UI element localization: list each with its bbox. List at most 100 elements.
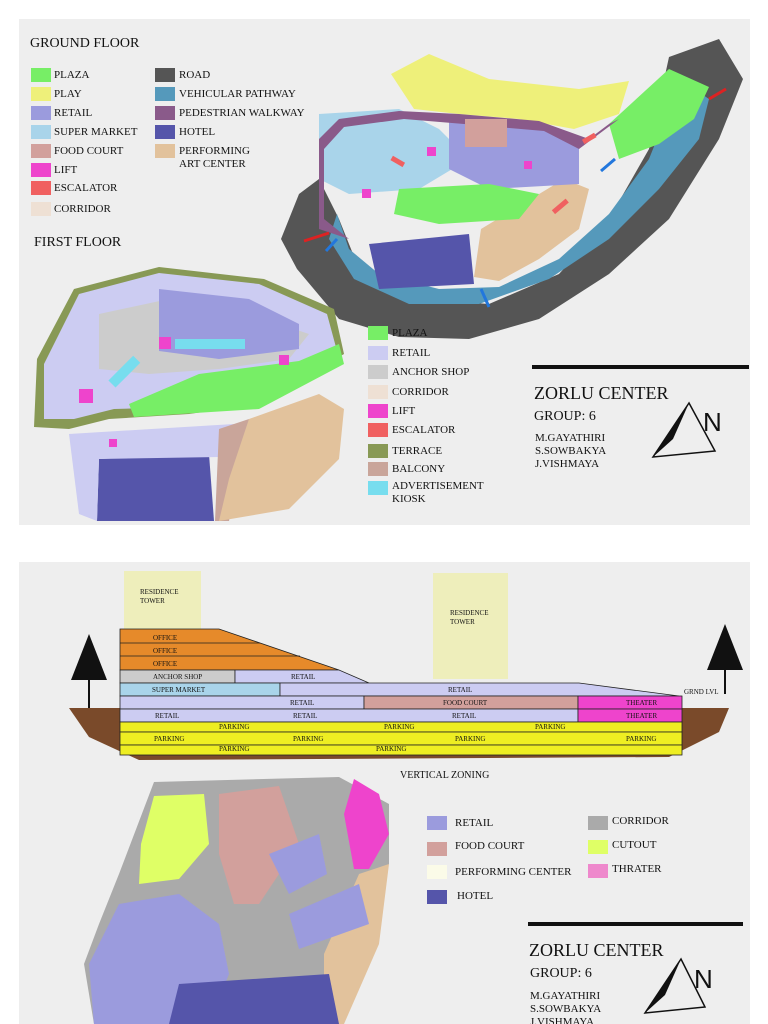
ff-swatch-terrace [368, 444, 388, 458]
p1-label-2: PARKING [384, 723, 415, 731]
tree-right-icon [707, 624, 743, 694]
play-area [391, 54, 629, 129]
advertisement-kiosk-1 [175, 339, 245, 349]
residence-tower-2 [433, 573, 508, 679]
legend-swatch-food-court [31, 144, 51, 158]
r2-retail-label-3: RETAIL [452, 712, 477, 720]
legend-label-plaza: PLAZA [54, 69, 90, 81]
escalator-1 [390, 155, 406, 168]
vehicular-pathway [329, 79, 709, 304]
legend-label-pedestrian-walkway: PEDESTRIAN WALKWAY [179, 107, 305, 119]
residence-tower-2-label: RESIDENCE TOWER [450, 609, 489, 626]
project-title-2: ZORLU CENTER [529, 940, 664, 960]
legend-swatch-road [155, 68, 175, 82]
retail-top-label: RETAIL [291, 673, 316, 681]
legend-swatch-pedestrian-walkway [155, 106, 175, 120]
hotel-level-plan [84, 777, 389, 1024]
r2-retail-label-2: RETAIL [293, 712, 318, 720]
north-label-2: N [694, 964, 713, 994]
retail-row1-left [119, 695, 365, 710]
plan-label-cutout: CUTOUT [612, 839, 657, 851]
ff-label-plaza: PLAZA [392, 327, 428, 339]
office-label-2: OFFICE [153, 647, 178, 655]
plaza-east [609, 69, 709, 159]
group-label-2: GROUP: 6 [530, 966, 592, 981]
ff-swatch-lift [368, 404, 388, 418]
ff-label-balcony: BALCONY [392, 463, 446, 475]
anchor-shop-label: ANCHOR SHOP [153, 673, 203, 681]
ff-label-anchor-shop: ANCHOR SHOP [392, 366, 470, 378]
ground-level-label: GRND LVL [684, 688, 719, 696]
lift-first-1 [159, 337, 171, 349]
retail-strip-1 [269, 834, 327, 894]
escalator-2 [551, 198, 569, 215]
p1-label-3: PARKING [535, 723, 566, 731]
entry-arrow-blue-2 [324, 237, 339, 253]
ff-swatch-escalator [368, 423, 388, 437]
plan-swatch-performing-center [427, 865, 447, 879]
ff-swatch-retail [368, 346, 388, 360]
legend-swatch-play [31, 87, 51, 101]
legend-swatch-plaza [31, 68, 51, 82]
plan-swatch-corridor [588, 816, 608, 830]
legend-swatch-retail [31, 106, 51, 120]
ff-label-corridor: CORRIDOR [392, 386, 449, 398]
legend-label-food-court: FOOD COURT [54, 145, 124, 157]
north-arrow-icon-2 [643, 957, 707, 1014]
lift-1 [362, 189, 371, 198]
lift-first-3 [279, 355, 289, 365]
legend-label-lift: LIFT [54, 164, 78, 176]
vertical-zoning-sheet: RESIDENCE TOWER RESIDENCE TOWER OFFICE O… [19, 562, 750, 1024]
hotel-area [169, 974, 339, 1024]
r1-food-court-label: FOOD COURT [443, 699, 488, 707]
advertisement-kiosk-2 [108, 355, 141, 388]
residence-tower-1 [124, 571, 201, 629]
ff-swatch-balcony [368, 462, 388, 476]
retail-mid-label: RETAIL [448, 686, 473, 694]
retail-mid-band [279, 682, 680, 697]
tree-left-icon [71, 634, 107, 708]
r2-theater-label: THEATER [626, 712, 658, 720]
r2-retail-label-1: RETAIL [155, 712, 180, 720]
pedestrian-walkway [319, 111, 619, 239]
office-label-3: OFFICE [153, 660, 178, 668]
plan-swatch-cutout [588, 840, 608, 854]
ff-swatch-anchor-shop [368, 365, 388, 379]
vertical-zoning-caption: VERTICAL ZONING [400, 770, 490, 781]
plan-swatch-hotel [427, 890, 447, 904]
cutout-area [139, 794, 209, 884]
ff-label-retail: RETAIL [392, 347, 431, 359]
ground-floor-plan [281, 39, 743, 339]
r1-theater-label: THEATER [626, 699, 658, 707]
plan-label-retail: RETAIL [455, 817, 494, 829]
p2-label-4: PARKING [626, 735, 657, 743]
p2-label-1: PARKING [154, 735, 185, 743]
north-arrow-icon [651, 401, 717, 458]
ff-label-terrace: TERRACE [392, 445, 443, 457]
residence-tower-1-label: RESIDENCE TOWER [140, 588, 179, 605]
legend-swatch-escalator [31, 181, 51, 195]
floor-plans-sheet: GROUND FLOOR PLAZA PLAY RETAIL SUPER MAR… [19, 19, 750, 525]
hotel-block [369, 234, 474, 289]
escalator-3 [581, 132, 597, 145]
ff-label-advertisement-kiosk: ADVERTISEMENT KIOSK [392, 480, 484, 505]
super-market-label: SUPER MARKET [152, 686, 206, 694]
legend-label-retail: RETAIL [54, 107, 93, 119]
plaza-first [129, 344, 344, 417]
legend-swatch-super-market [31, 125, 51, 139]
plan-swatch-retail [427, 816, 447, 830]
plan-label-food-court: FOOD COURT [455, 840, 525, 852]
ff-label-escalator: ESCALATOR [392, 424, 456, 436]
p1-label-1: PARKING [219, 723, 250, 731]
project-title: ZORLU CENTER [534, 383, 669, 403]
entry-arrow-red-2 [303, 231, 330, 243]
legend-label-play: PLAY [54, 88, 82, 100]
group-label: GROUP: 6 [534, 409, 596, 424]
entry-arrow-blue-3 [479, 288, 491, 308]
p3-label-1: PARKING [219, 745, 250, 753]
retail-row2 [119, 708, 579, 723]
plan-swatch-food-court [427, 842, 447, 856]
lift-2 [427, 147, 436, 156]
plan-label-hotel: HOTEL [457, 890, 494, 902]
legend-label-performing-art-center: PERFORMING ART CENTER [179, 145, 250, 170]
